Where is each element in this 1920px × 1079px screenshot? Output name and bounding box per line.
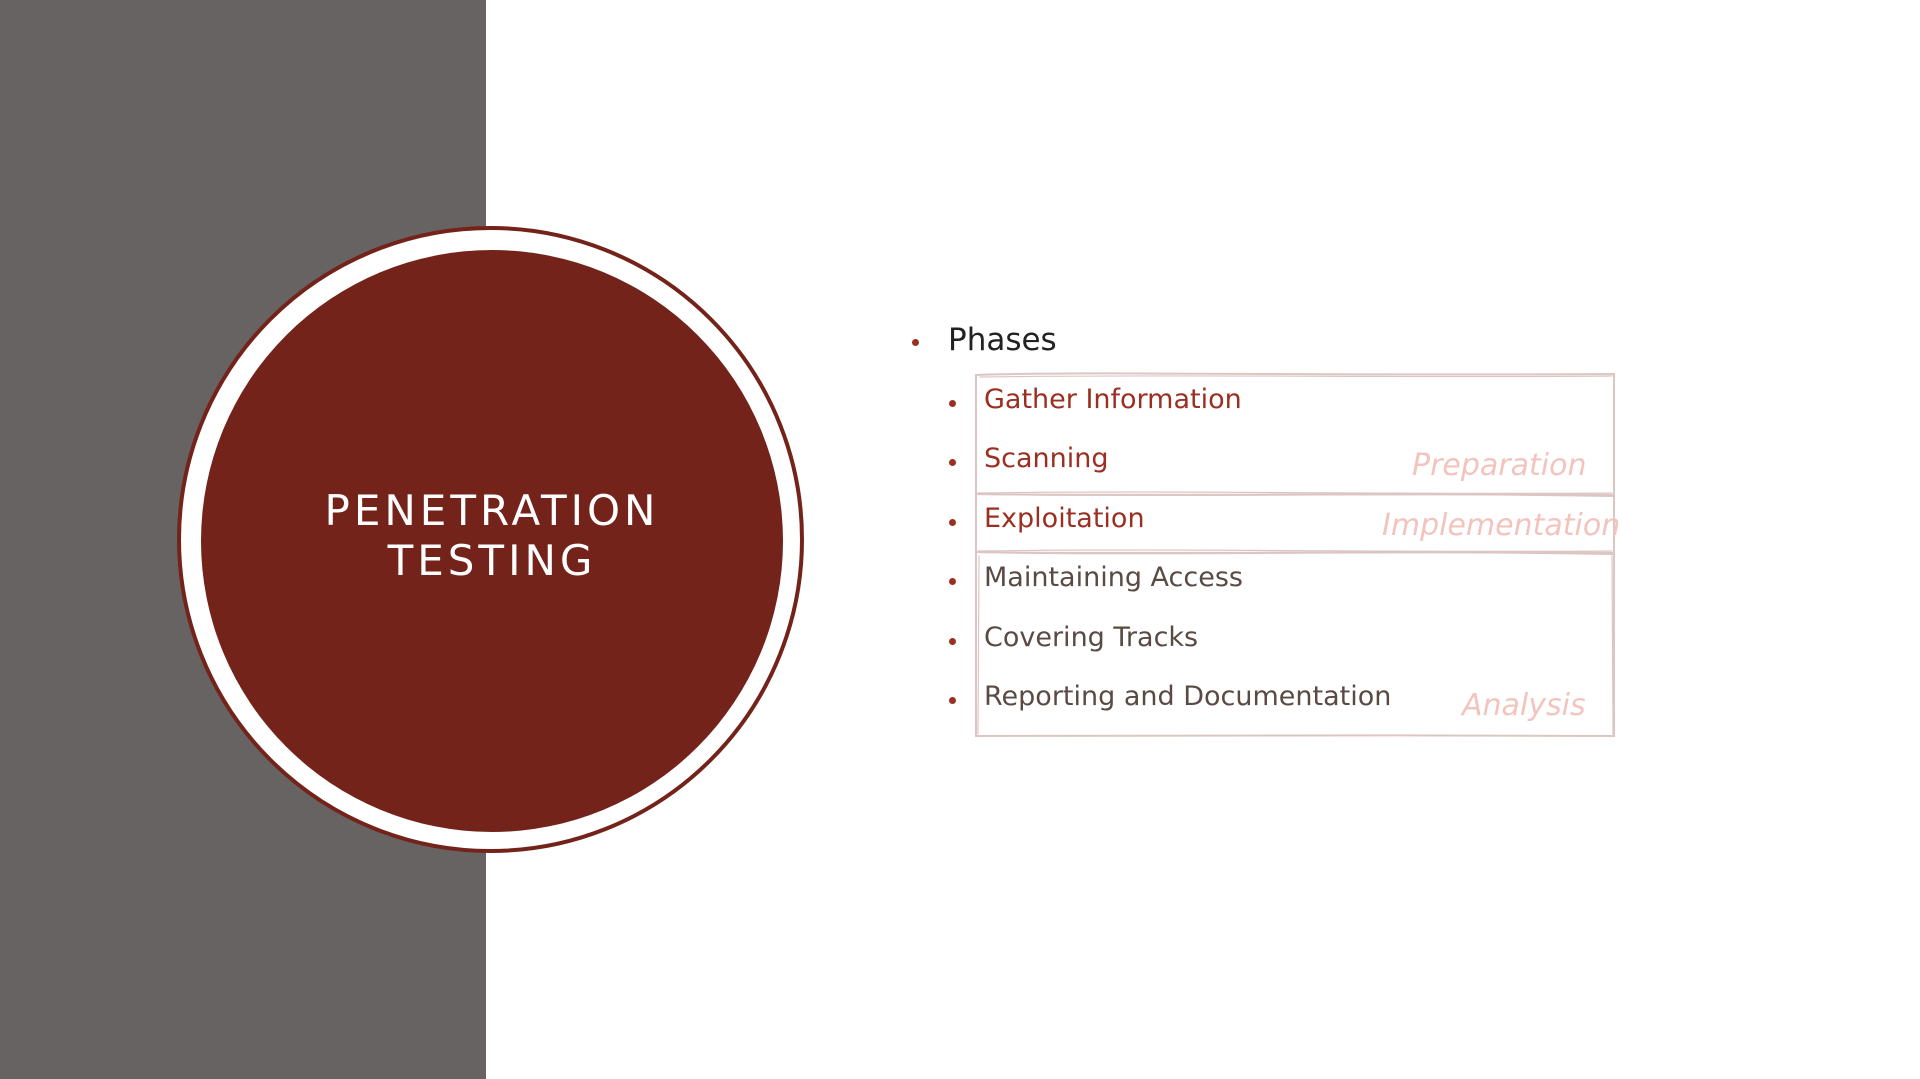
box-preparation-sketch — [977, 375, 1613, 495]
slide-title-line-1: PENETRATION — [324, 486, 660, 535]
slide-title-line-2: TESTING — [387, 536, 597, 585]
box-implementation — [975, 492, 1615, 555]
box-analysis-sketch — [977, 555, 1614, 735]
title-disc: PENETRATION TESTING — [201, 250, 783, 832]
box-analysis — [975, 550, 1615, 738]
box-implementation-sketch — [977, 549, 1613, 553]
box-preparation — [975, 372, 1615, 497]
slide-title: PENETRATION TESTING — [282, 486, 702, 586]
